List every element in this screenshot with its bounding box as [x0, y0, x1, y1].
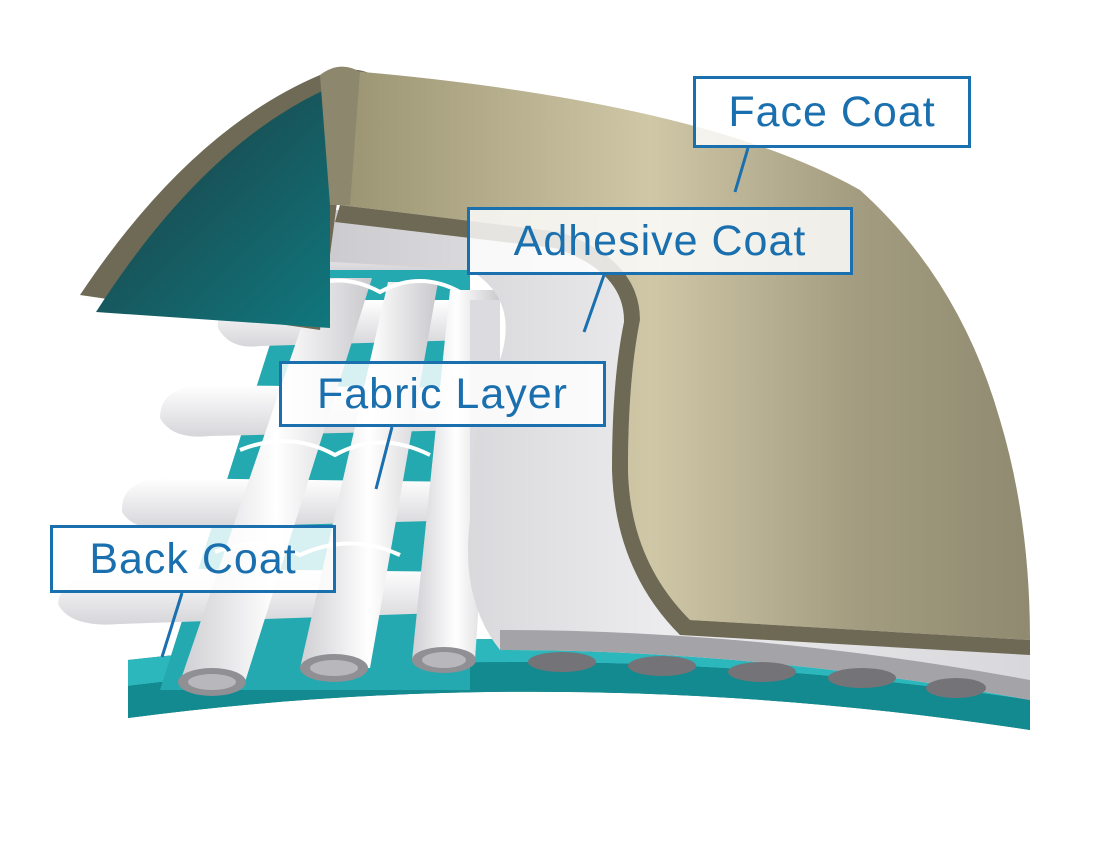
- back-coat-label: Back Coat: [50, 525, 336, 593]
- fabric-layer-label: Fabric Layer: [279, 361, 606, 427]
- face-coat-leader: [733, 147, 750, 193]
- leader-lines: [160, 147, 750, 658]
- adhesive-coat-label: Adhesive Coat: [467, 207, 853, 275]
- adhesive-coat-leader: [582, 274, 606, 333]
- adhesive-coat-layer: [300, 210, 1030, 700]
- face-coat-label: Face Coat: [693, 76, 971, 148]
- fabric-layer-leader: [374, 426, 394, 490]
- back-coat-leader: [160, 592, 184, 658]
